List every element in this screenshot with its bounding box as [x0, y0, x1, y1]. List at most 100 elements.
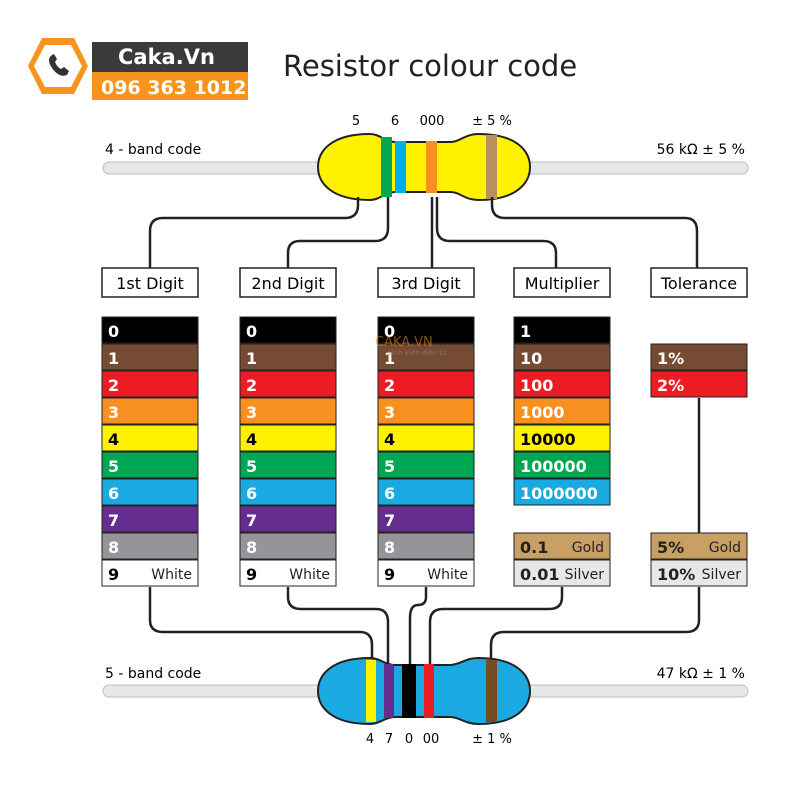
digit-col1-green-value: 5 [108, 457, 119, 476]
digit-col2-brown-swatch [239, 343, 337, 371]
band-label-2: 6 [391, 114, 399, 129]
digit-col2-blue-value: 6 [246, 484, 257, 503]
digit-col3-violet-swatch [377, 505, 475, 533]
digit-col3-brown-swatch [377, 343, 475, 371]
multiplier-black-swatch [513, 316, 611, 344]
header-2nd-digit: 2nd Digit [251, 274, 324, 293]
digit-col1-white-label: White [151, 567, 192, 583]
digit-col1-white-swatch [101, 559, 199, 587]
band-1 [381, 137, 392, 197]
logo-brand: Caka.Vn [118, 45, 215, 69]
tolerance-gold-label: Gold [709, 540, 741, 556]
digit-col3-orange-swatch [377, 397, 475, 425]
band-label-3: 000 [420, 114, 445, 129]
digit-col3-red-swatch [377, 370, 475, 398]
digit-col3-blue-swatch [377, 478, 475, 506]
multiplier-brown-value: 10 [520, 349, 542, 368]
band5-label-5: ± 1 % [472, 732, 512, 747]
digit-col2-violet-swatch [239, 505, 337, 533]
multiplier-gold-swatch [513, 532, 611, 560]
digit-col2-black-swatch [239, 316, 337, 344]
multiplier-silver-label: Silver [565, 567, 605, 583]
digit-col1-yellow-swatch [101, 424, 199, 452]
header-multiplier: Multiplier [525, 274, 600, 293]
tolerance-silver-label: Silver [702, 567, 742, 583]
digit-col1-orange-value: 3 [108, 403, 119, 422]
digit-col1-black-value: 0 [108, 322, 119, 341]
logo[interactable]: Caka.Vn 096 363 1012 [28, 38, 248, 100]
band-label-4: ± 5 % [472, 114, 512, 129]
logo-phone: 096 363 1012 [101, 77, 246, 99]
multiplier-red-swatch [513, 370, 611, 398]
multiplier-blue-value: 1000000 [520, 484, 598, 503]
digit-col2-gray-value: 8 [246, 538, 257, 557]
tolerance-red-value: 2% [657, 376, 684, 395]
band-label-1: 5 [352, 114, 360, 129]
digit-col1-gray-value: 8 [108, 538, 119, 557]
digit-col1-black-swatch [101, 316, 199, 344]
digit-col1-red-swatch [101, 370, 199, 398]
watermark-sub: Linh kiện điện tử [388, 349, 447, 357]
digit-col2-gray-swatch [239, 532, 337, 560]
band5-label-2: 7 [385, 732, 393, 747]
digit-col2-white-value: 9 [246, 565, 257, 584]
tolerance-silver-swatch [650, 559, 748, 587]
digit-col3-violet-value: 7 [384, 511, 395, 530]
band-5-2 [384, 664, 394, 718]
four-band-value: 56 kΩ ± 5 % [657, 142, 745, 158]
band-5-3 [402, 664, 416, 718]
tolerance-silver-value: 10% [657, 565, 695, 584]
digit-col1-white-value: 9 [108, 565, 119, 584]
digit-col2-yellow-value: 4 [246, 430, 257, 449]
bottom-connectors [148, 587, 701, 664]
digit-col3-orange-value: 3 [384, 403, 395, 422]
tolerance-red-swatch [650, 370, 748, 398]
phone-icon [49, 54, 69, 76]
digit-col3-white-value: 9 [384, 565, 395, 584]
band-2 [395, 141, 406, 193]
multiplier-gold-value: 0.1 [520, 538, 548, 557]
digit-col1-violet-swatch [101, 505, 199, 533]
multiplier-green-swatch [513, 451, 611, 479]
digit-col3-gray-swatch [377, 532, 475, 560]
multiplier-gold-label: Gold [572, 540, 604, 556]
digit-col1-blue-value: 6 [108, 484, 119, 503]
digit-col1-brown-value: 1 [108, 349, 119, 368]
digit-col2-orange-value: 3 [246, 403, 257, 422]
digit-col1-red-value: 2 [108, 376, 119, 395]
digit-col1-yellow-value: 4 [108, 430, 119, 449]
page-title: Resistor colour code [283, 49, 577, 83]
digit-col3-white-swatch [377, 559, 475, 587]
multiplier-orange-swatch [513, 397, 611, 425]
tolerance-brown-value: 1% [657, 349, 684, 368]
band5-label-4: 00 [423, 732, 440, 747]
multiplier-brown-swatch [513, 343, 611, 371]
multiplier-orange-value: 1000 [520, 403, 565, 422]
digit-col3-gray-value: 8 [384, 538, 395, 557]
digit-col2-green-value: 5 [246, 457, 257, 476]
header-3rd-digit: 3rd Digit [391, 274, 460, 293]
multiplier-red-value: 100 [520, 376, 553, 395]
digit-col3-blue-value: 6 [384, 484, 395, 503]
band-5-4 [424, 664, 434, 718]
logo-badge-inner [34, 45, 82, 87]
five-band-label: 5 - band code [105, 666, 201, 682]
header-tolerance: Tolerance [660, 274, 737, 293]
column-headers: 1st Digit 2nd Digit 3rd Digit Multiplier… [101, 267, 748, 298]
digit-col3-black-value: 0 [384, 322, 395, 341]
digit-col2-black-value: 0 [246, 322, 257, 341]
four-band-resistor-body [316, 132, 532, 202]
band5-label-1: 4 [366, 732, 374, 747]
multiplier-yellow-swatch [513, 424, 611, 452]
logo-phone-bg [92, 72, 248, 100]
digit-col1-blue-swatch [101, 478, 199, 506]
watermark-brand: CAKA.VN [375, 335, 433, 350]
digit-col2-violet-value: 7 [246, 511, 257, 530]
digit-col1-orange-swatch [101, 397, 199, 425]
digit-col2-red-swatch [239, 370, 337, 398]
band-5-1 [366, 660, 376, 722]
digit-col2-brown-value: 1 [246, 349, 257, 368]
multiplier-silver-value: 0.01 [520, 565, 559, 584]
